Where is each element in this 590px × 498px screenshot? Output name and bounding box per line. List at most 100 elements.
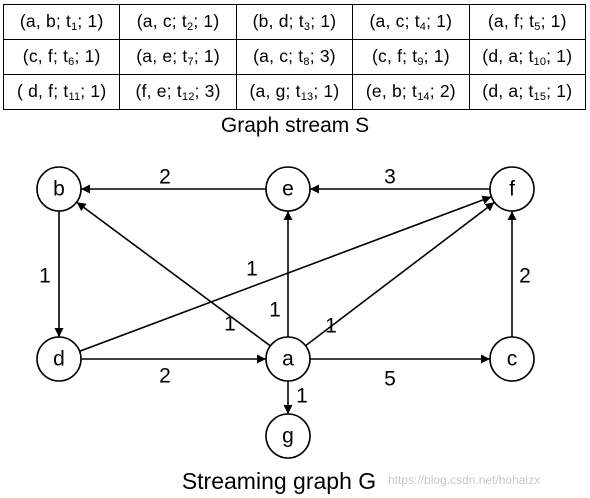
table-row: (c, f; t6; 1)(a, e; t7; 1)(a, c; t8; 3)(… xyxy=(2,39,587,75)
node-f: f xyxy=(489,166,535,212)
cell-prefix: (d, a; t xyxy=(482,46,534,66)
table-row: (a, b; t1; 1)(a, c; t2; 1)(b, d; t3; 1)(… xyxy=(2,4,587,40)
edge-a-b xyxy=(76,201,271,347)
edge-weight-a-f: 1 xyxy=(325,315,337,338)
stream-edge-cell: (f, e; t12; 3) xyxy=(119,74,237,110)
cell-prefix: (c, f; t xyxy=(371,46,418,66)
stream-edge-cell: (d, a; t10; 1) xyxy=(468,39,587,75)
stream-edge-cell: (b, d; t3; 1) xyxy=(235,4,354,40)
cell-suffix: ; 3) xyxy=(194,81,221,101)
node-circle xyxy=(36,336,82,382)
timestamp-subscript: 4 xyxy=(419,21,427,33)
watermark: https://blog.csdn.net/hohaizx xyxy=(388,473,541,487)
stream-edge-cell: (a, f; t5; 1) xyxy=(468,4,587,40)
node-circle xyxy=(36,166,82,212)
node-circle xyxy=(265,336,311,382)
cell-suffix: ; 1) xyxy=(193,46,220,66)
cell-suffix: ; 1) xyxy=(426,11,453,31)
cell-prefix: (a, c; t xyxy=(253,46,304,66)
cell-suffix: ; 1) xyxy=(313,81,340,101)
timestamp-subscript: 15 xyxy=(533,91,547,103)
node-label: b xyxy=(53,178,65,201)
cell-suffix: ; 1) xyxy=(546,46,573,66)
stream-edge-cell: (a, e; t7; 1) xyxy=(119,39,237,75)
cell-prefix: (f, e; t xyxy=(135,81,182,101)
stream-edge-cell: (a, b; t1; 1) xyxy=(2,4,121,40)
timestamp-subscript: 6 xyxy=(68,56,75,68)
cell-suffix: ; 3) xyxy=(309,46,336,66)
stream-edge-cell: (a, c; t2; 1) xyxy=(119,4,237,40)
cell-suffix: ; 1) xyxy=(546,81,573,101)
timestamp-subscript: 11 xyxy=(68,91,81,103)
node-b: b xyxy=(36,166,82,212)
cell-suffix: ; 1) xyxy=(310,11,337,31)
edge-weight-a-b: 1 xyxy=(224,313,236,336)
cell-suffix: ; 1) xyxy=(423,46,450,66)
timestamp-subscript: 8 xyxy=(303,56,310,68)
cell-prefix: (a, g; t xyxy=(249,81,301,101)
timestamp-subscript: 7 xyxy=(187,56,194,68)
edge-arrow xyxy=(79,195,492,353)
stream-edge-cell: (a, c; t8; 3) xyxy=(235,39,354,75)
node-label: c xyxy=(507,348,518,371)
cell-prefix: (c, f; t xyxy=(22,46,69,66)
edge-d-f xyxy=(79,195,492,353)
node-e: e xyxy=(265,166,311,212)
timestamp-subscript: 9 xyxy=(417,56,424,68)
edge-a-f xyxy=(305,201,495,347)
cell-prefix: (a, f; t xyxy=(487,11,535,31)
edge-arrow xyxy=(76,201,271,347)
cell-prefix: (a, c; t xyxy=(369,11,420,31)
node-g: g xyxy=(265,413,311,459)
cell-prefix: (a, c; t xyxy=(136,11,187,31)
edge-weight-e-b: 2 xyxy=(159,166,171,189)
stream-edge-cell: ( d, f; t11; 1) xyxy=(2,74,121,110)
node-circle xyxy=(489,166,535,212)
timestamp-subscript: 13 xyxy=(300,91,314,103)
node-label: g xyxy=(282,425,294,448)
timestamp-subscript: 12 xyxy=(181,91,195,103)
timestamp-subscript: 10 xyxy=(533,56,547,68)
node-label: e xyxy=(282,178,294,201)
timestamp-subscript: 2 xyxy=(186,21,194,33)
node-label: f xyxy=(509,178,515,201)
node-circle xyxy=(489,336,535,382)
cell-suffix: ; 2) xyxy=(429,81,456,101)
cell-suffix: ; 1) xyxy=(80,81,107,101)
node-circle xyxy=(265,413,311,459)
graph-stream-caption: Graph stream S xyxy=(220,114,370,137)
node-circle xyxy=(265,166,311,212)
edge-weight-c-f: 2 xyxy=(519,265,531,288)
cell-prefix: (e, b; t xyxy=(365,81,418,101)
streaming-graph-caption: Streaming graph G xyxy=(181,468,377,494)
timestamp-subscript: 1 xyxy=(71,21,78,33)
cell-prefix: ( d, f; t xyxy=(17,81,69,101)
timestamp-subscript: 3 xyxy=(303,21,311,33)
cell-suffix: ; 1) xyxy=(540,11,567,31)
graph-stream-table: (a, b; t1; 1)(a, c; t2; 1)(b, d; t3; 1)(… xyxy=(2,4,587,110)
node-d: d xyxy=(36,336,82,382)
cell-prefix: (b, d; t xyxy=(252,11,304,31)
edge-weight-d-f: 1 xyxy=(246,258,258,281)
cell-suffix: ; 1) xyxy=(77,11,104,31)
edge-weight-f-e: 3 xyxy=(384,166,396,189)
edge-weight-b-d: 1 xyxy=(39,265,51,288)
edge-arrow xyxy=(305,201,495,347)
cell-prefix: (a, e; t xyxy=(136,46,188,66)
table-row: ( d, f; t11; 1)(f, e; t12; 3)(a, g; t13;… xyxy=(2,74,587,110)
node-label: d xyxy=(53,348,65,371)
node-a: a xyxy=(265,336,311,382)
edge-weight-a-c: 5 xyxy=(384,368,396,391)
timestamp-subscript: 14 xyxy=(417,91,430,103)
cell-suffix: ; 1) xyxy=(74,46,101,66)
edge-weight-a-e: 1 xyxy=(269,299,281,322)
cell-prefix: (d, a; t xyxy=(482,81,534,101)
node-c: c xyxy=(489,336,535,382)
stream-edge-cell: (d, a; t15; 1) xyxy=(468,74,587,110)
node-label: a xyxy=(282,348,294,371)
cell-prefix: (a, b; t xyxy=(19,11,72,31)
stream-edge-cell: (e, b; t14; 2) xyxy=(352,74,470,110)
cell-suffix: ; 1) xyxy=(193,11,220,31)
